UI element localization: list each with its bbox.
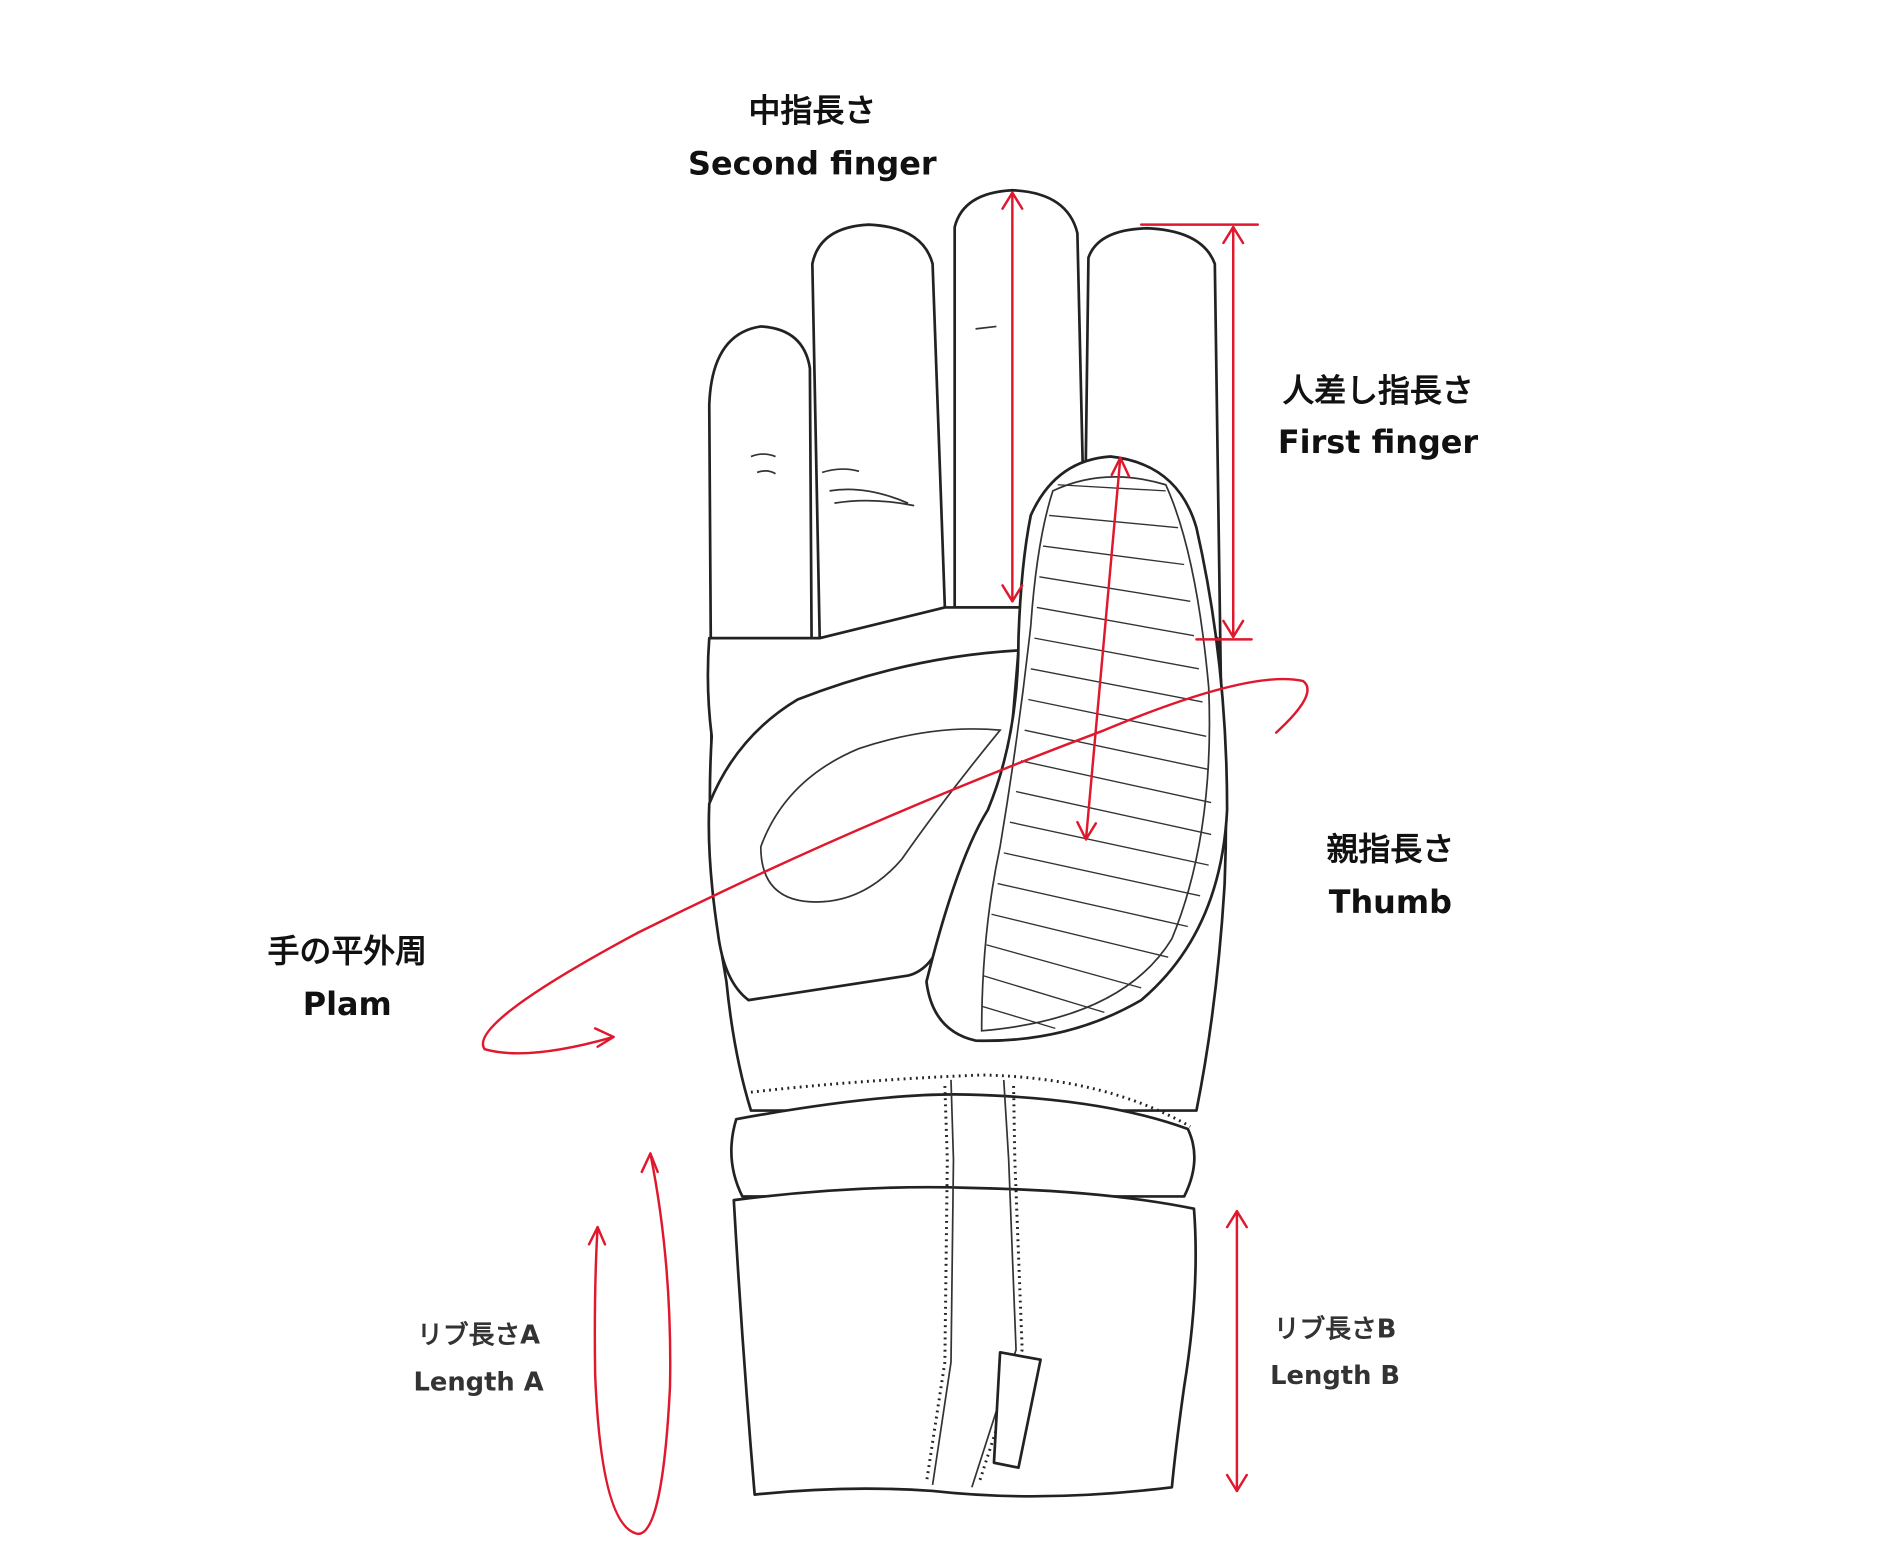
cuff-rib — [732, 1185, 1198, 1498]
palm-circumference-arrow — [481, 677, 1309, 1055]
palm-patch-inner — [759, 728, 1002, 903]
length-b-label-en: Length B — [1270, 1361, 1400, 1391]
thumb-arrow — [1076, 456, 1131, 841]
second-finger-arrow — [1001, 191, 1024, 603]
palm-label-en: Plam — [303, 985, 392, 1023]
palm-label-ja: 手の平外周 — [268, 932, 427, 970]
measurement-marks — [481, 191, 1309, 1536]
second-finger-label-en: Second finger — [688, 144, 937, 182]
second-finger-label-ja: 中指長さ — [749, 92, 877, 130]
cuff-fold — [730, 1093, 1196, 1198]
thumb — [925, 455, 1229, 1043]
glove-illustration — [706, 188, 1229, 1498]
length-a-label-en: Length A — [413, 1367, 543, 1397]
measurement-labels: 中指長さ Second finger 人差し指長さ First finger 親… — [268, 92, 1479, 1398]
cuff-strip-left — [931, 1079, 955, 1485]
thumb-label-ja: 親指長さ — [1327, 830, 1455, 868]
knuckle-lines — [750, 325, 997, 507]
thumb-hatching — [981, 484, 1212, 1029]
thumb-inner — [980, 476, 1211, 1032]
cuff-label-tag — [992, 1350, 1042, 1470]
first-finger-label-ja: 人差し指長さ — [1282, 371, 1473, 409]
first-finger-arrow — [1139, 223, 1260, 641]
cuff-strip-stitch — [925, 1085, 1024, 1483]
first-finger-label-en: First finger — [1278, 423, 1479, 461]
length-b-label-ja: リブ長さB — [1274, 1314, 1397, 1345]
ring-finger — [810, 223, 947, 640]
cuff-strip-right — [971, 1079, 1017, 1488]
length-b-arrow — [1225, 1209, 1248, 1493]
thumb-label-en: Thumb — [1329, 883, 1452, 921]
length-a-label-ja: リブ長さA — [417, 1320, 540, 1351]
length-a-arrow — [587, 1152, 672, 1536]
